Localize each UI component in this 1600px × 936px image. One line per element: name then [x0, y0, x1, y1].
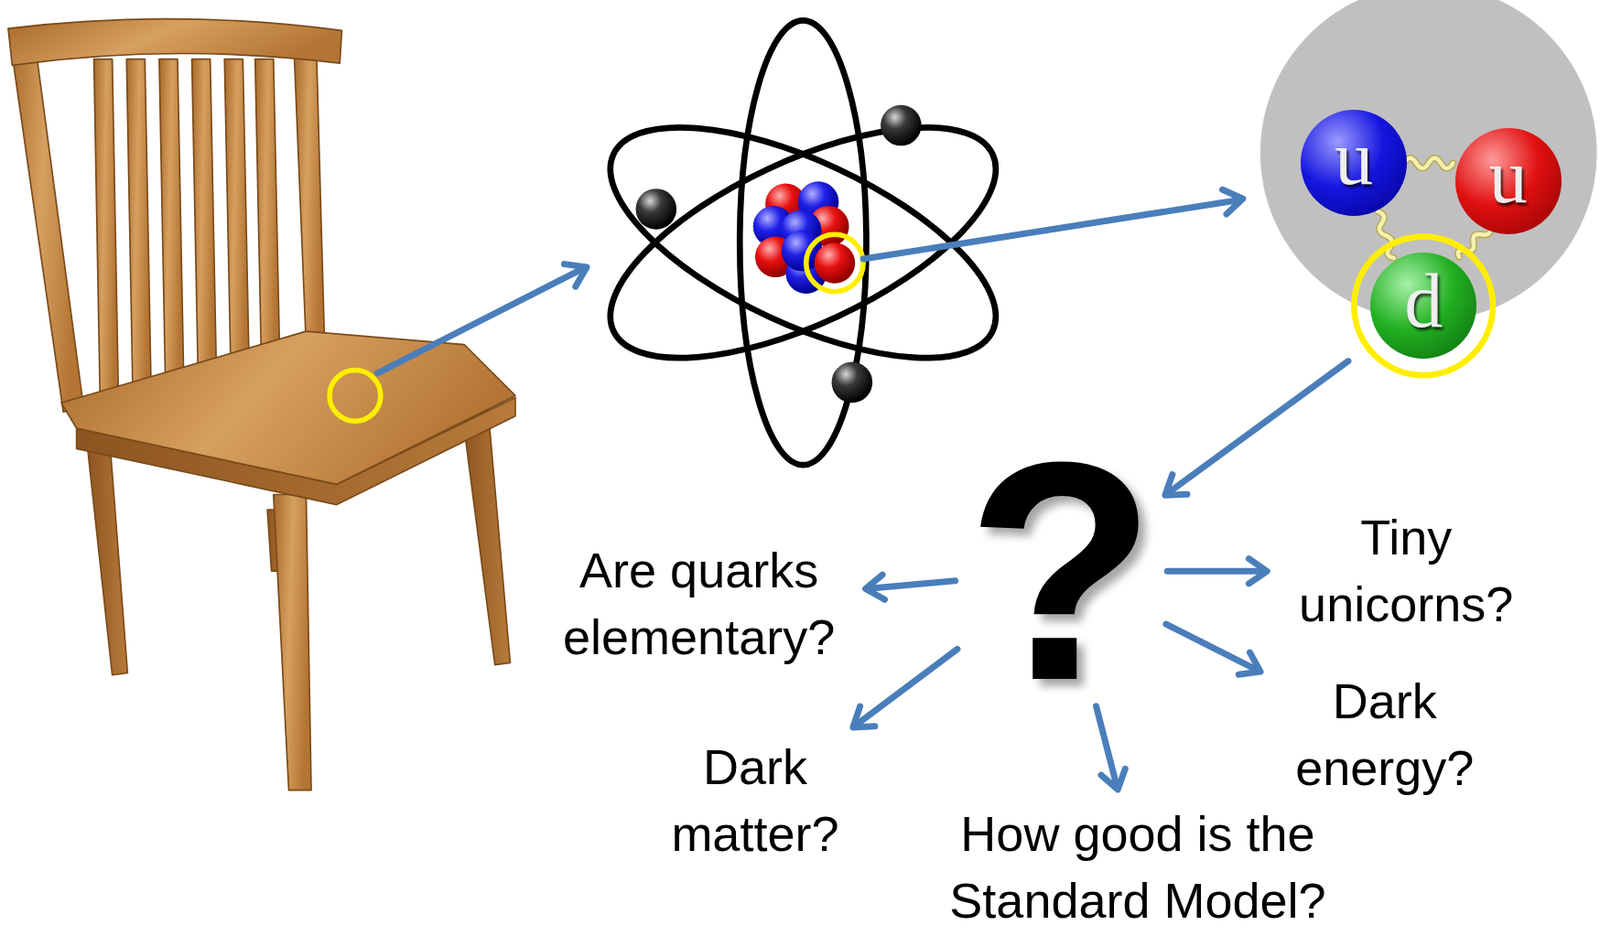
- question-text: How good is the Standard Model?: [936, 800, 1340, 935]
- chair-slat: [255, 59, 281, 355]
- chair-illustration: [8, 19, 516, 791]
- quark-letter: u: [1334, 119, 1373, 197]
- question-label: Tiny unicorns?: [1277, 504, 1535, 638]
- question-label: Dark matter?: [645, 734, 865, 868]
- arrow-connector: [1167, 559, 1267, 584]
- up-quark: u: [1300, 109, 1407, 217]
- chair-seat: [61, 331, 516, 485]
- electron: [636, 188, 678, 230]
- chair-slat: [159, 59, 184, 379]
- question-text: Are quarks elementary?: [543, 537, 855, 671]
- connector-line: [1166, 624, 1258, 671]
- chair-leg: [273, 494, 312, 790]
- question-text: Tiny unicorns?: [1277, 504, 1535, 638]
- arrow-connector: [1166, 624, 1261, 675]
- connector-line: [855, 648, 958, 725]
- question-mark: ?: [966, 446, 1157, 696]
- question-label: Dark energy?: [1270, 668, 1500, 802]
- question-text: Dark matter?: [645, 734, 865, 868]
- zoom-arrow: [863, 189, 1244, 260]
- chair-slat: [192, 59, 217, 371]
- gluon: [1404, 158, 1454, 169]
- question-label: Are quarks elementary?: [543, 537, 855, 671]
- quark-letter: d: [1404, 262, 1443, 340]
- electron: [832, 362, 874, 404]
- arrowhead: [1101, 768, 1125, 790]
- arrow-connector: [865, 574, 956, 600]
- arrow-connector: [1165, 361, 1349, 496]
- down-quark: d: [1370, 252, 1477, 359]
- question-text: Dark energy?: [1270, 668, 1500, 802]
- connector-line: [1167, 568, 1264, 575]
- connector-line: [1167, 361, 1349, 494]
- quark-letter: u: [1489, 138, 1528, 216]
- question-glyph: ?: [966, 446, 1157, 696]
- arrow-connector: [853, 648, 958, 728]
- chair-leg: [461, 406, 511, 666]
- zoom-arrow: [377, 264, 587, 374]
- arrowhead: [1238, 652, 1261, 675]
- highlight-ring: [329, 370, 381, 422]
- gluon: [1404, 158, 1454, 169]
- chair-slat: [126, 59, 152, 388]
- arrowhead: [865, 574, 886, 600]
- question-label: How good is the Standard Model?: [936, 800, 1340, 935]
- chair-slat: [224, 59, 249, 363]
- nucleon: [814, 242, 856, 284]
- arrowhead: [1165, 474, 1188, 496]
- arrow-connector: [1096, 706, 1126, 790]
- chair-post: [293, 45, 325, 346]
- up-quark: u: [1455, 128, 1562, 235]
- chair-slat: [94, 59, 119, 396]
- connector-line: [869, 581, 956, 589]
- arrowhead: [853, 706, 876, 728]
- highlight-ring: [806, 234, 864, 292]
- chair-leg: [86, 440, 129, 675]
- chair-top-rail: [8, 19, 343, 66]
- chair-post: [10, 41, 84, 413]
- electron: [880, 105, 922, 147]
- highlight-ring: [1353, 237, 1493, 377]
- arrowhead: [1248, 559, 1267, 584]
